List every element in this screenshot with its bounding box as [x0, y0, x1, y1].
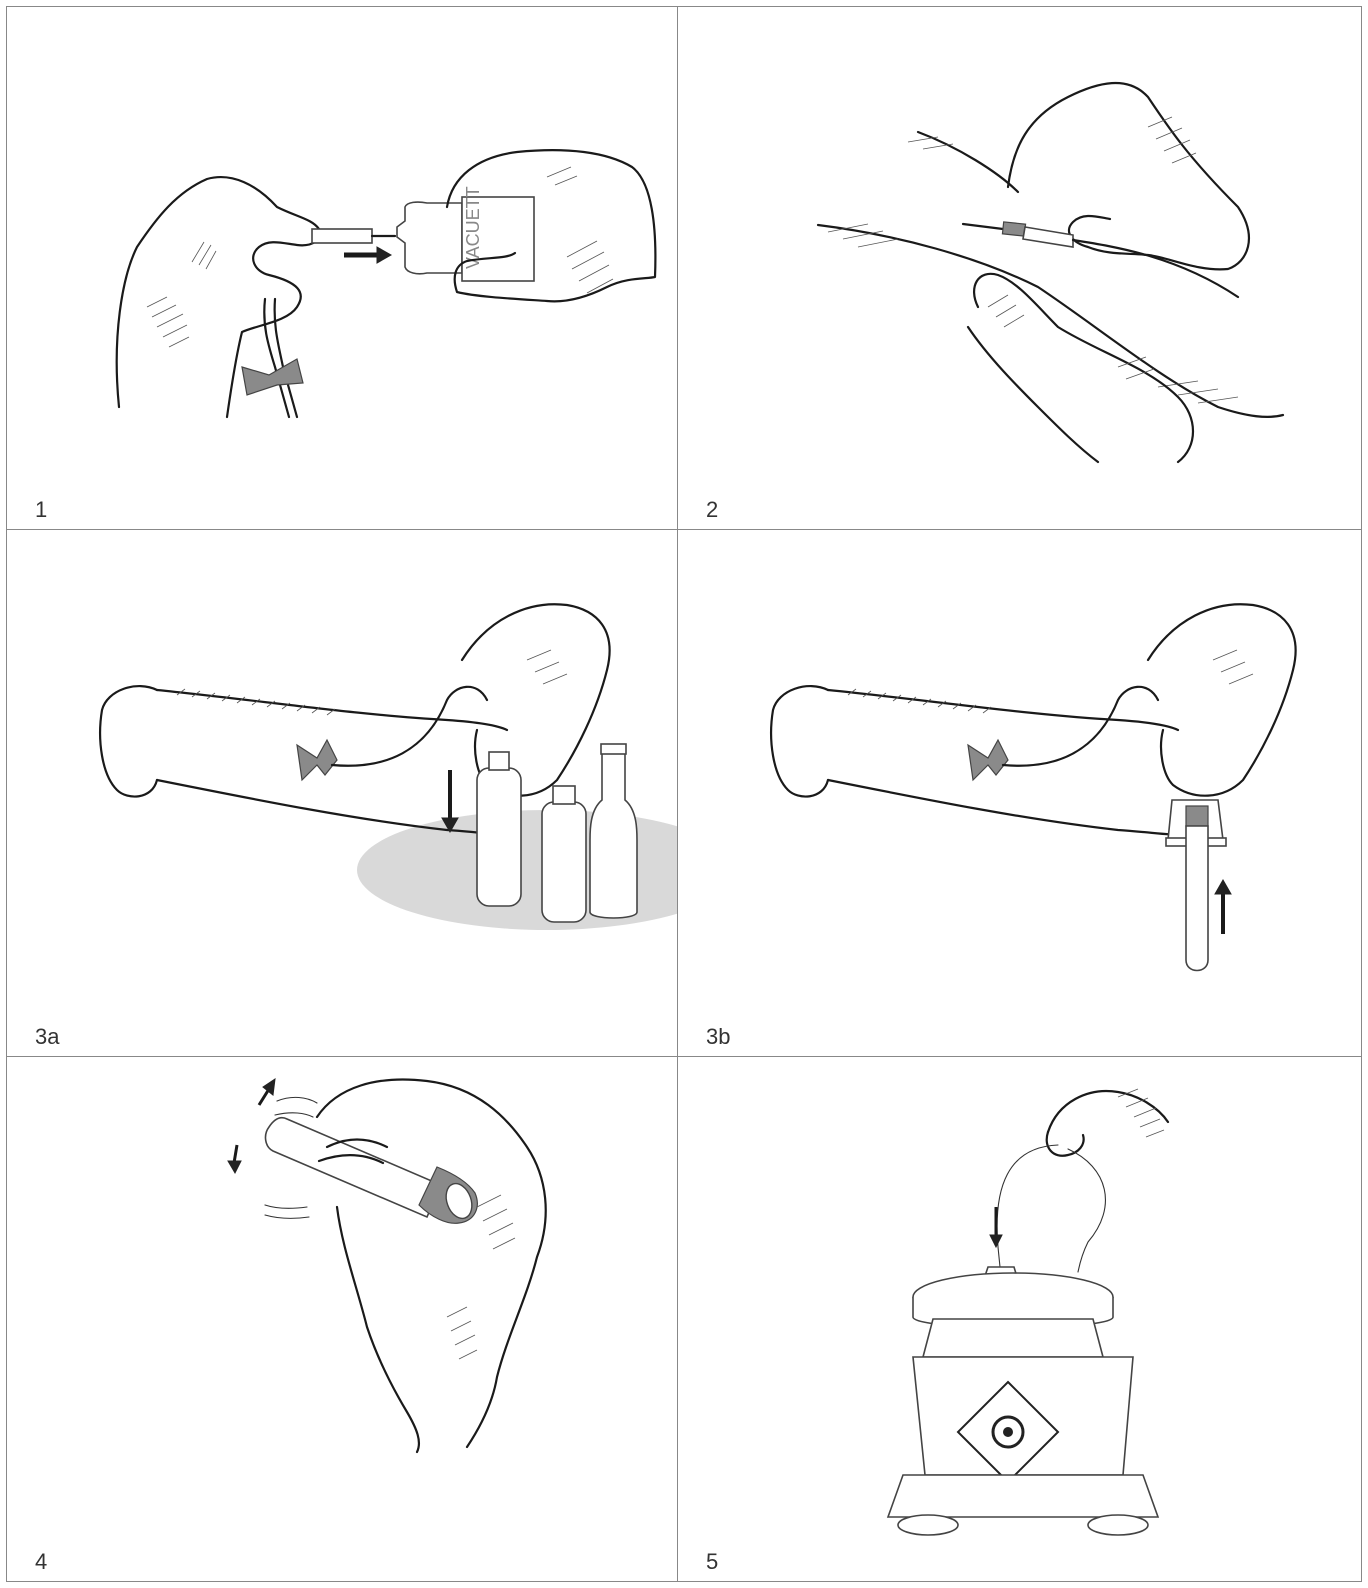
illustration-blood-culture-bottles	[7, 530, 678, 1057]
illustration-dispose-sharps	[678, 1057, 1362, 1582]
illustration-invert-tube	[7, 1057, 678, 1582]
bottle-label: VACUETT	[463, 186, 483, 269]
illustration-tube-collection	[678, 530, 1362, 1057]
panel-step-1: VACUETT 1	[6, 6, 678, 530]
illustration-connect-holder: VACUETT	[7, 7, 678, 530]
instruction-grid: VACUETT 1 2	[6, 6, 1362, 1582]
step-label: 3a	[35, 1024, 59, 1050]
step-label: 4	[35, 1549, 47, 1575]
panel-step-5: 5	[677, 1056, 1362, 1582]
step-label: 5	[706, 1549, 718, 1575]
panel-step-3b: 3b	[677, 529, 1362, 1057]
step-label: 1	[35, 497, 47, 523]
panel-step-3a: 3a	[6, 529, 678, 1057]
panel-step-2: 2	[677, 6, 1362, 530]
panel-step-4: 4	[6, 1056, 678, 1582]
step-label: 2	[706, 497, 718, 523]
step-label: 3b	[706, 1024, 730, 1050]
illustration-insert-needle	[678, 7, 1362, 530]
